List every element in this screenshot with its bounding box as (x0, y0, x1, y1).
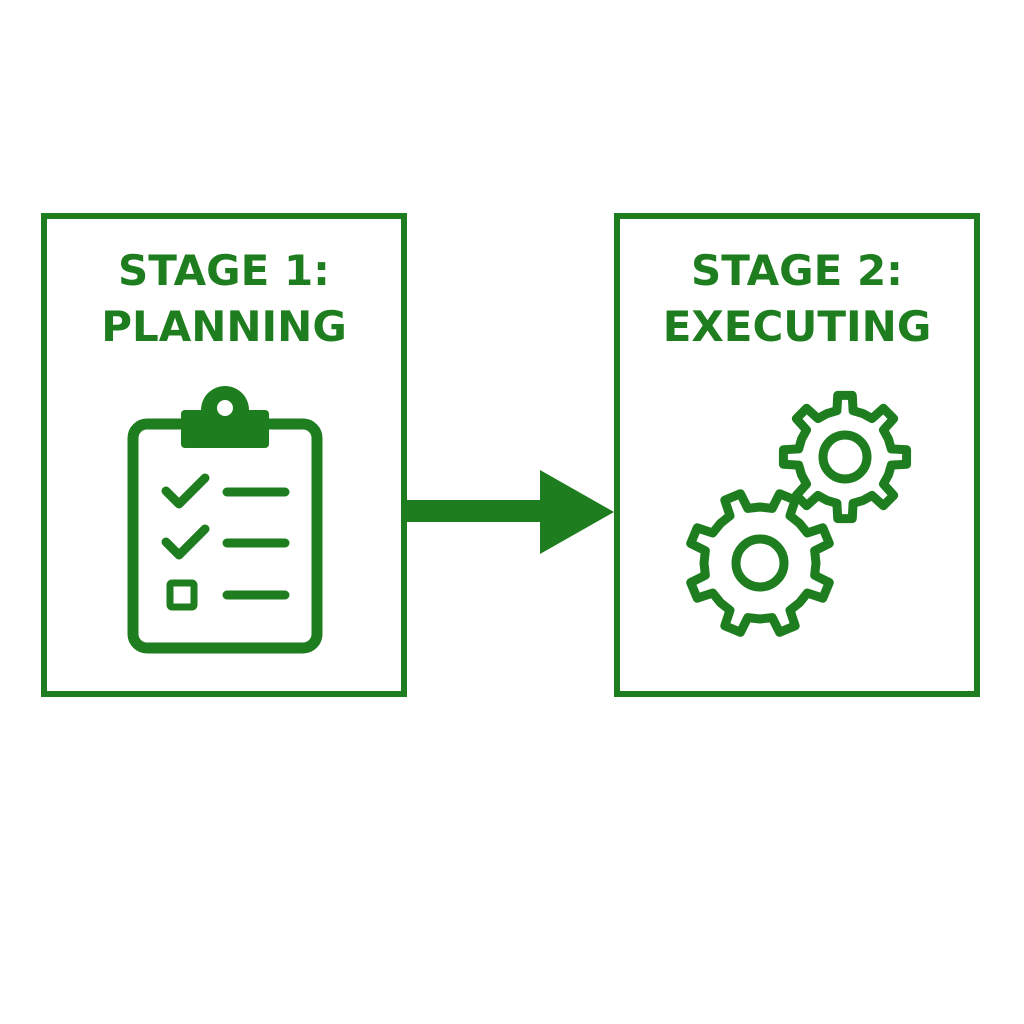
arrow-right-icon (404, 470, 614, 554)
stage-1-title: STAGE 1: PLANNING (47, 243, 401, 355)
stage-1-box: STAGE 1: PLANNING (41, 213, 407, 697)
stage-1-title-line1: STAGE 1: (118, 246, 330, 295)
stage-2-title: STAGE 2: EXECUTING (620, 243, 974, 355)
small-gear-icon (778, 390, 912, 524)
stage-2-title-line2: EXECUTING (662, 302, 932, 351)
clipboard-checklist-icon (127, 386, 323, 654)
large-gear-icon (686, 489, 834, 637)
stage-2-box: STAGE 2: EXECUTING (614, 213, 980, 697)
gears-icon (686, 390, 912, 637)
stage-1-title-line2: PLANNING (101, 302, 347, 351)
stage-2-title-line1: STAGE 2: (691, 246, 903, 295)
